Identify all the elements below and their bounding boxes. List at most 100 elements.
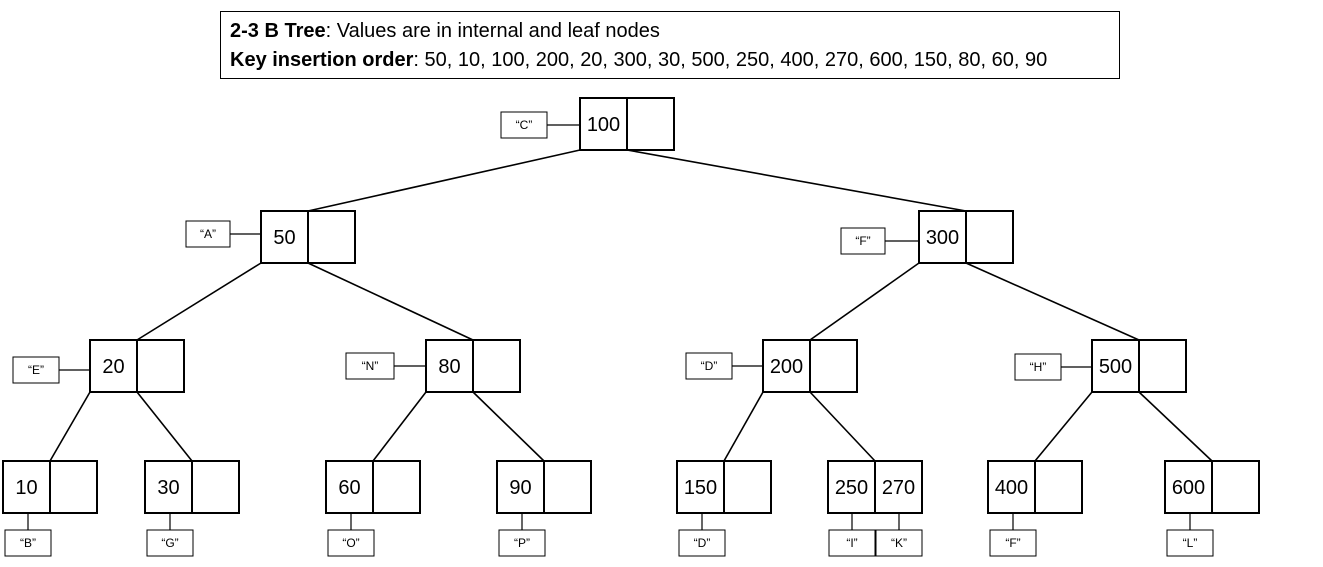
node-label: “P” <box>514 536 530 550</box>
node-label-box <box>875 529 923 557</box>
key-cell <box>626 97 675 151</box>
node-label-box <box>840 227 886 255</box>
node-label: “F” <box>1005 536 1020 550</box>
node-label: “K” <box>891 536 907 550</box>
key-cell <box>136 339 185 393</box>
tree-node: 300 “F” <box>840 210 1014 264</box>
node-key: 100 <box>587 114 620 136</box>
key-cell <box>762 339 811 393</box>
tree-edge <box>1034 391 1093 462</box>
tree-edge <box>136 391 193 462</box>
node-label: “C” <box>516 118 533 132</box>
key-cell <box>307 210 356 264</box>
node-key: 60 <box>338 477 360 499</box>
tree-node: 500“H” <box>1014 339 1187 393</box>
tree-edge <box>1138 391 1213 462</box>
tree-edges <box>49 149 1213 462</box>
key-cell <box>676 460 725 514</box>
title-line: 2-3 B Tree: Values are in internal and l… <box>230 17 1110 46</box>
title-box: 2-3 B Tree: Values are in internal and l… <box>220 11 1120 79</box>
node-label: “D” <box>694 536 711 550</box>
node-label-box <box>146 529 194 557</box>
tree-edge <box>809 262 920 341</box>
tree-edge <box>809 391 876 462</box>
key-cell <box>1034 460 1083 514</box>
tree-node: 80 “N” <box>345 339 521 393</box>
title-rest: : Values are in internal and leaf nodes <box>325 20 660 42</box>
node-key: 270 <box>882 477 915 499</box>
tree-edge <box>49 391 91 462</box>
tree-edge <box>136 262 262 341</box>
node-label: “L” <box>1183 536 1198 550</box>
node-key: 400 <box>995 477 1028 499</box>
node-key: 80 <box>438 356 460 378</box>
key-cell <box>260 210 309 264</box>
key-cell <box>49 460 98 514</box>
node-label: “F” <box>855 234 870 248</box>
key-cell <box>579 97 628 151</box>
tree-edge <box>307 262 474 341</box>
tree-edge <box>723 391 764 462</box>
tree-nodes: 100 “C” 50 “A” 300 “F” 20 “E” 80 “N” 200 “D” 500“H” 1… <box>2 97 1260 557</box>
tree-node: 60 “O” <box>325 460 421 557</box>
node-key: 600 <box>1172 477 1205 499</box>
key-cell <box>372 460 421 514</box>
key-cell <box>723 460 772 514</box>
key-cell <box>809 339 858 393</box>
node-label: “G” <box>161 536 178 550</box>
tree-node: 150 “D” <box>676 460 772 557</box>
key-cell <box>425 339 474 393</box>
tree-edge <box>626 149 967 212</box>
node-label: “E” <box>28 363 44 377</box>
tree-node: 400 “F” <box>987 460 1083 557</box>
node-label-box <box>498 529 546 557</box>
node-key: 50 <box>273 227 295 249</box>
node-label: “A” <box>200 227 216 241</box>
node-label: “N” <box>362 359 379 373</box>
node-label-box <box>828 529 876 557</box>
key-cell <box>1211 460 1260 514</box>
tree-node: 90 “P” <box>496 460 592 557</box>
tree-edge <box>372 391 427 462</box>
tree-node: 600 “L” <box>1164 460 1260 557</box>
node-key: 20 <box>102 356 124 378</box>
node-label-box <box>4 529 52 557</box>
node-label-box <box>327 529 375 557</box>
node-label-box <box>500 111 548 139</box>
node-key: 250 <box>835 477 868 499</box>
node-key: 150 <box>684 477 717 499</box>
key-cell <box>89 339 138 393</box>
node-key: 10 <box>15 477 37 499</box>
tree-node: 20 “E” <box>12 339 185 393</box>
node-label-box <box>12 356 60 384</box>
node-label: “H” <box>1030 360 1047 374</box>
key-cell <box>918 210 967 264</box>
key-cell <box>965 210 1014 264</box>
node-key: 200 <box>770 356 803 378</box>
tree-node: 250 270 “I” “K” <box>827 460 923 557</box>
tree-edge <box>472 391 545 462</box>
tree-node: 100 “C” <box>500 97 675 151</box>
tree-edge <box>307 149 581 212</box>
insertion-order-line: Key insertion order: 50, 10, 100, 200, 2… <box>230 46 1110 75</box>
node-label: “O” <box>342 536 359 550</box>
tree-node: 30 “G” <box>144 460 240 557</box>
node-key: 90 <box>509 477 531 499</box>
insertion-order-bold: Key insertion order <box>230 49 414 71</box>
node-label-box <box>185 220 231 248</box>
key-cell <box>325 460 374 514</box>
node-label-box <box>989 529 1037 557</box>
node-label-box <box>1166 529 1214 557</box>
node-label-box <box>678 529 726 557</box>
node-label: “D” <box>701 359 718 373</box>
node-key: 30 <box>157 477 179 499</box>
node-label-box <box>685 352 733 380</box>
node-label: “I” <box>846 536 857 550</box>
key-cell <box>543 460 592 514</box>
node-key: 300 <box>926 227 959 249</box>
key-cell <box>1138 339 1187 393</box>
key-cell <box>472 339 521 393</box>
key-cell <box>987 460 1036 514</box>
insertion-order-rest: : 50, 10, 100, 200, 20, 300, 30, 500, 25… <box>413 49 1048 71</box>
